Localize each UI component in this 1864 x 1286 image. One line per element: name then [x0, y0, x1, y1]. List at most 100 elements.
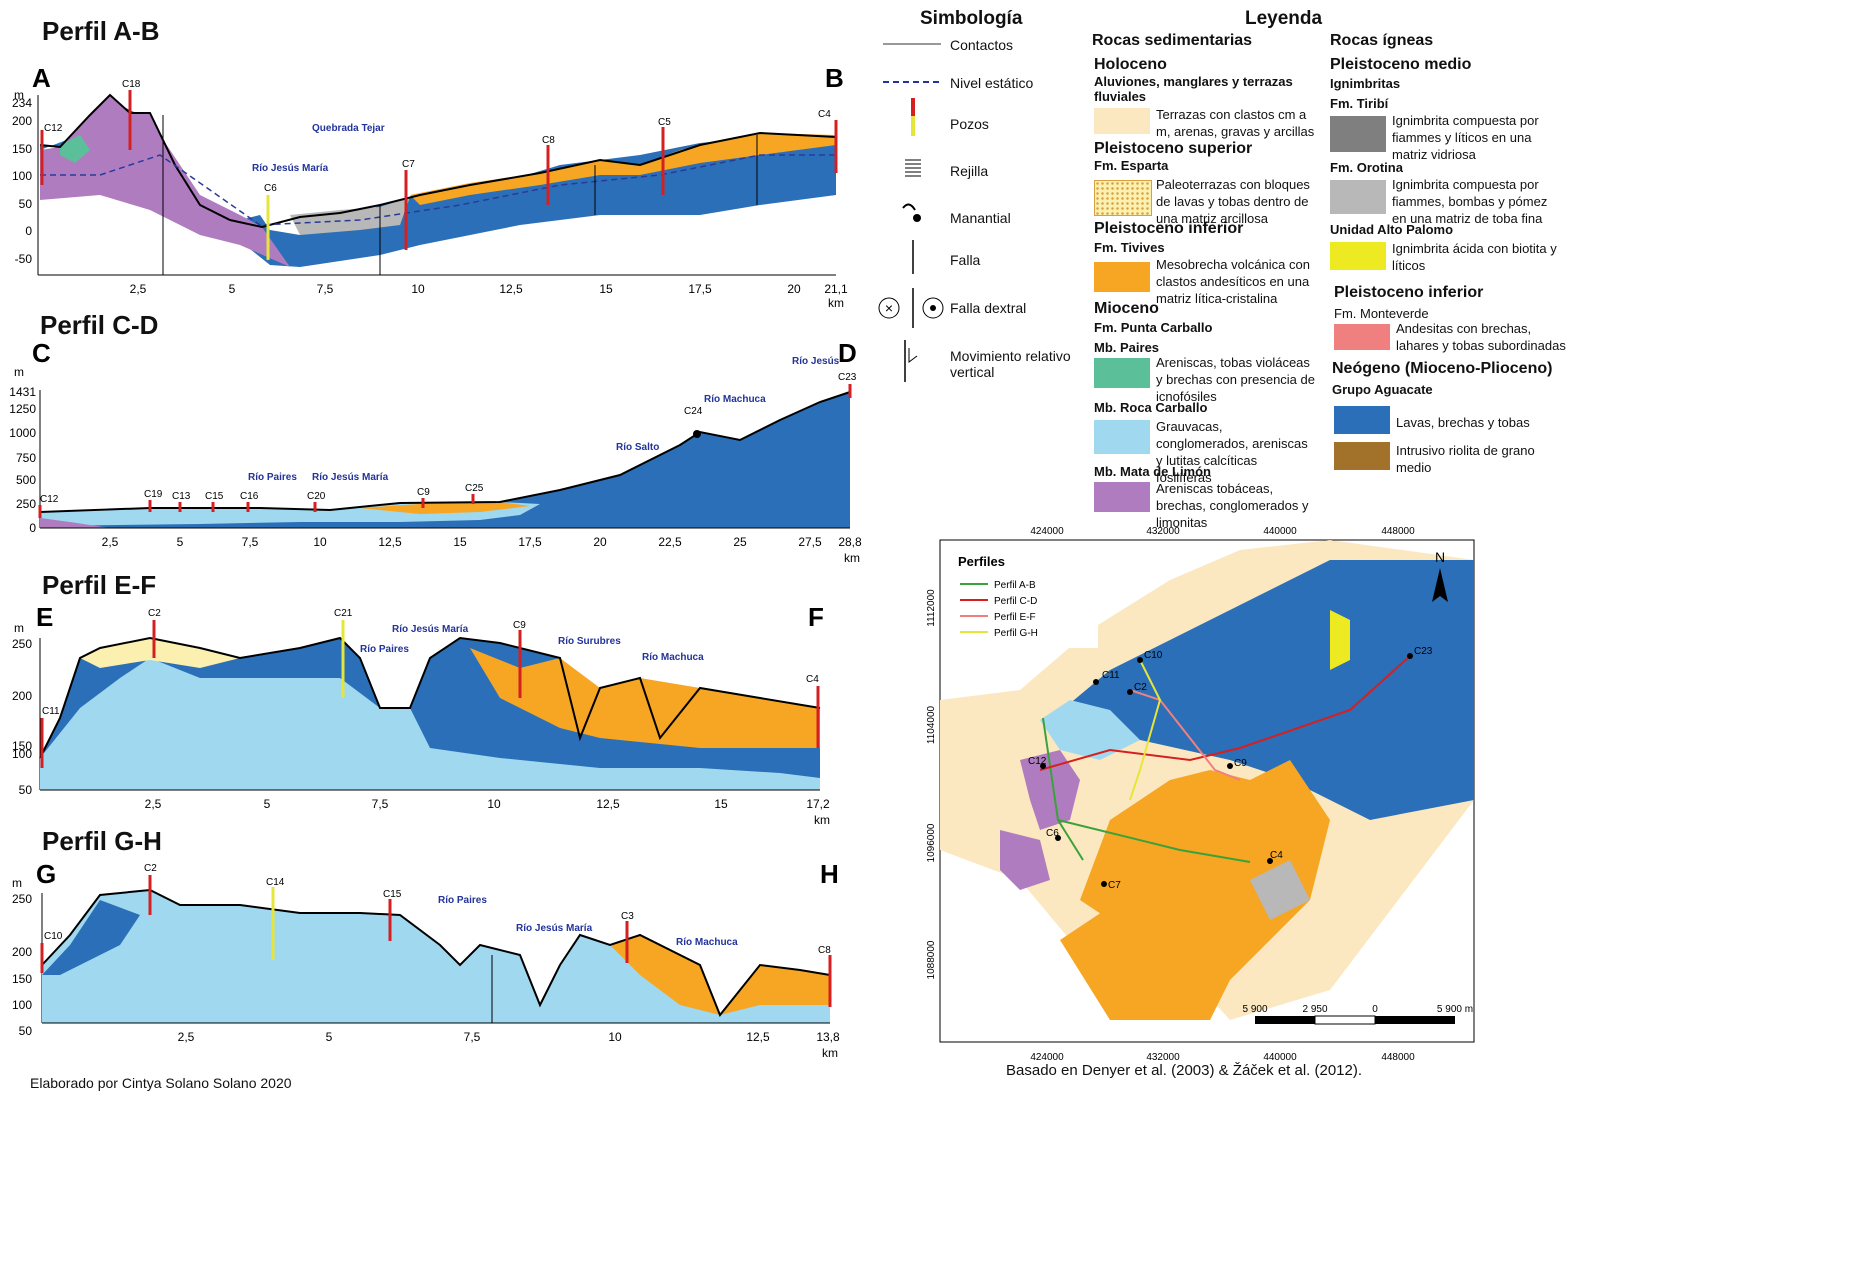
svg-text:C5: C5: [658, 117, 671, 128]
svg-text:Perfil C-D: Perfil C-D: [994, 596, 1037, 607]
svg-text:15: 15: [453, 535, 467, 549]
svg-text:Río Machuca: Río Machuca: [676, 937, 738, 948]
profile-cd-wells: C12 C19 C13 C15 C16 C20 C9 C25 C24 C23: [38, 372, 857, 518]
legend-swatch: [1330, 180, 1386, 214]
legend-desc: Paleoterrazas con bloques de lavas y tob…: [1156, 177, 1310, 226]
svg-text:C10: C10: [1144, 650, 1163, 661]
svg-text:Perfil G-H: Perfil G-H: [994, 628, 1038, 639]
legend-unit: Fm. Tiribí: [1330, 96, 1389, 111]
svg-text:10: 10: [313, 535, 327, 549]
profile-gh-end-label: H: [820, 859, 839, 889]
svg-text:424000: 424000: [1030, 1052, 1064, 1063]
svg-text:7,5: 7,5: [372, 797, 389, 811]
svg-text:150: 150: [12, 142, 32, 156]
legend-swatch: [1094, 108, 1150, 134]
profile-cd-river-labels: Río Paires Río Jesús María Río Salto Río…: [248, 356, 840, 483]
svg-text:Río Jesús María: Río Jesús María: [392, 624, 469, 635]
legend-swatch: [1094, 262, 1150, 292]
profile-gh: G H m 250 200 150 100 50 C10 C2 C14 C15 …: [12, 859, 840, 1060]
svg-text:Perfiles: Perfiles: [958, 554, 1005, 569]
legend-swatch: [1094, 180, 1152, 216]
svg-text:C6: C6: [264, 183, 277, 194]
svg-text:234: 234: [12, 96, 32, 110]
profile-ef-topography: [39, 636, 821, 759]
svg-text:C7: C7: [1108, 880, 1121, 891]
legend-unit: Grupo Aguacate: [1332, 382, 1433, 397]
svg-text:20: 20: [787, 282, 801, 296]
credit-left: Elaborado por Cintya Solano Solano 2020: [30, 1075, 292, 1091]
svg-text:C11: C11: [1102, 670, 1120, 681]
svg-text:C9: C9: [513, 620, 526, 631]
legend-period: Pleistoceno inferior: [1334, 284, 1484, 301]
svg-text:1431: 1431: [9, 385, 36, 399]
svg-text:C25: C25: [465, 483, 484, 494]
svg-text:200: 200: [12, 114, 32, 128]
spring-icon: [902, 203, 921, 222]
svg-text:Río Paires: Río Paires: [438, 895, 487, 906]
legend-desc: Ignimbrita compuesta por fiammes y lític…: [1392, 113, 1539, 162]
profile-ef-x-unit: km: [814, 813, 830, 827]
svg-text:1250: 1250: [9, 402, 36, 416]
svg-text:N: N: [1435, 549, 1445, 565]
screen-icon: [905, 159, 921, 177]
svg-text:13,8: 13,8: [816, 1030, 840, 1044]
svg-text:Perfil E-F: Perfil E-F: [994, 612, 1036, 623]
profile-ef: E F m 250 200 150 100 50 C11 C2 C21 C9 C…: [12, 602, 830, 827]
profile-ab-wells: C12 C18 C6 C7 C8 C5 C4: [40, 79, 838, 260]
svg-text:Río Machuca: Río Machuca: [642, 652, 704, 663]
profile-cd-start-label: C: [32, 340, 51, 368]
legend-swatch: [1334, 406, 1390, 434]
legend-swatch: [1330, 242, 1386, 270]
legend-period: Mioceno: [1094, 300, 1159, 317]
svg-text:C4: C4: [1270, 850, 1283, 861]
profile-gh-start-label: G: [36, 859, 56, 889]
legend-desc: Terrazas con clastos cm a m, arenas, gra…: [1156, 107, 1315, 139]
svg-text:C14: C14: [266, 877, 285, 888]
svg-text:C3: C3: [621, 911, 634, 922]
svg-text:C8: C8: [542, 135, 555, 146]
svg-text:C10: C10: [44, 931, 63, 942]
svg-text:448000: 448000: [1381, 526, 1415, 537]
north-arrow-icon: N: [1432, 549, 1448, 602]
svg-text:2,5: 2,5: [145, 797, 162, 811]
svg-text:C4: C4: [818, 109, 831, 120]
svg-text:0: 0: [29, 521, 36, 535]
svg-text:C11: C11: [42, 706, 60, 717]
legend-swatch: [1330, 116, 1386, 152]
svg-text:12,5: 12,5: [499, 282, 523, 296]
svg-text:C23: C23: [1414, 646, 1433, 657]
svg-text:Río Jesús María: Río Jesús María: [516, 923, 593, 934]
sed-title: Rocas sedimentarias: [1092, 32, 1253, 49]
svg-text:Río Paires: Río Paires: [360, 644, 409, 655]
simbologia-rejilla: Rejilla: [950, 163, 989, 179]
map-profile-gh: [1129, 659, 1162, 801]
svg-text:424000: 424000: [1030, 526, 1064, 537]
svg-text:50: 50: [19, 1024, 33, 1038]
svg-text:C12: C12: [40, 494, 59, 505]
svg-text:C23: C23: [838, 372, 857, 383]
svg-text:1096000: 1096000: [926, 823, 937, 862]
map-x-ticks-top: 424000 432000 440000 448000: [1030, 526, 1415, 537]
profile-ef-y-unit: m: [14, 621, 24, 635]
svg-text:448000: 448000: [1381, 1052, 1415, 1063]
svg-text:5: 5: [264, 797, 271, 811]
svg-text:2,5: 2,5: [102, 535, 119, 549]
legend-unit: Mb. Paires: [1094, 340, 1160, 355]
svg-text:1000: 1000: [9, 426, 36, 440]
svg-text:C8: C8: [818, 945, 831, 956]
svg-text:12,5: 12,5: [746, 1030, 770, 1044]
legend-unit: Aluviones, manglares y terrazas fluviale…: [1094, 74, 1293, 104]
svg-text:25: 25: [733, 535, 747, 549]
simbologia-movimiento: Movimiento relativo vertical: [950, 348, 1071, 380]
svg-text:12,5: 12,5: [378, 535, 402, 549]
legend-desc: Ignimbrita compuesta por fiammes, bombas…: [1392, 177, 1548, 226]
svg-text:15: 15: [599, 282, 613, 296]
profile-gh-x-unit: km: [822, 1046, 838, 1060]
simbologia-falla-dextral: Falla dextral: [950, 300, 1027, 316]
vertical-movement-icon: [904, 340, 918, 382]
profile-cd-topography: [39, 391, 851, 513]
profile-ab-water-table: [40, 154, 836, 226]
svg-text:1088000: 1088000: [926, 940, 937, 979]
profile-cd-y-unit: m: [14, 365, 24, 379]
profile-ef-title: Perfil E-F: [42, 570, 157, 600]
